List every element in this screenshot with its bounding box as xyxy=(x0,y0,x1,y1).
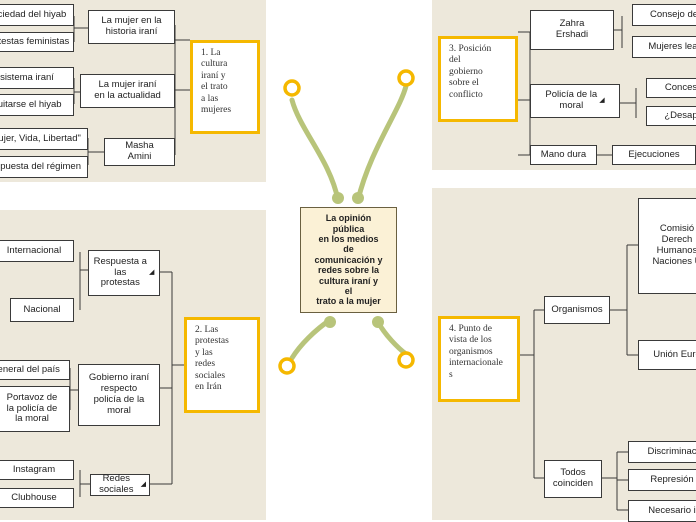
topic-4-international[interactable]: 4. Punto de vista de los organismos inte… xyxy=(438,316,520,402)
node-organismos[interactable]: Organismos xyxy=(544,296,610,324)
topic-1-culture[interactable]: 1. La cultura iraní y el trato a las muj… xyxy=(190,40,260,134)
node-mujeres-leal[interactable]: Mujeres leal xyxy=(632,36,696,58)
node-desaparicion[interactable]: ¿Desap xyxy=(646,106,696,126)
node-historia[interactable]: La mujer en la historia iraní xyxy=(88,10,175,44)
central-topic[interactable]: La opinión pública en los medios de comu… xyxy=(300,207,397,313)
node-sociedad-hiyab[interactable]: sociedad del hiyab xyxy=(0,4,74,26)
label-policia-moral: Policía de la moral xyxy=(545,89,598,111)
node-quitarse-hiyab[interactable]: quitarse el hiyab xyxy=(0,94,74,116)
node-respuesta-regimen[interactable]: respuesta del régimen xyxy=(0,156,88,178)
topic-3-government[interactable]: 3. Posición del gobierno sobre el confli… xyxy=(438,36,518,122)
node-comision-ddhh[interactable]: Comisió Derech Humanos Naciones U xyxy=(638,198,696,294)
node-actualidad[interactable]: La mujer iraní en la actualidad xyxy=(80,74,175,108)
node-gobierno-irani[interactable]: Gobierno iraní respecto policía de la mo… xyxy=(78,364,160,426)
node-nacional[interactable]: Nacional xyxy=(10,298,74,322)
label-redes-sociales: Redes sociales xyxy=(99,473,134,495)
topic-2-protests[interactable]: 2. Las protestas y las redes sociales en… xyxy=(184,317,260,413)
node-discriminacion[interactable]: Discriminac xyxy=(628,441,696,463)
label-respuesta-protestas: Respuesta a las protestas xyxy=(93,255,147,289)
node-concesion[interactable]: Conces xyxy=(646,78,696,98)
node-ejecuciones[interactable]: Ejecuciones xyxy=(612,145,696,165)
node-represion[interactable]: Represión xyxy=(628,469,696,491)
node-clubhouse[interactable]: Clubhouse xyxy=(0,488,74,508)
node-protestas-feministas[interactable]: protestas feministas xyxy=(0,32,74,52)
notes-icon: ◢ xyxy=(140,480,146,488)
node-fiscal-general[interactable]: General del país xyxy=(0,360,70,380)
node-necesario[interactable]: Necesario i xyxy=(628,500,696,522)
node-masha-amini[interactable]: Masha Amini xyxy=(104,138,175,166)
node-mujer-vida-libertad[interactable]: "Mujer, Vida, Libertad" xyxy=(0,128,88,150)
notes-icon: ◢ xyxy=(599,96,605,104)
node-sistema-irani[interactable]: sistema iraní xyxy=(0,67,74,89)
node-respuesta-protestas[interactable]: Respuesta a las protestas◢ xyxy=(88,250,160,296)
node-consejo[interactable]: Consejo de xyxy=(632,4,696,26)
node-union-europea[interactable]: Unión Euro xyxy=(638,340,696,370)
node-zahra-ershadi[interactable]: Zahra Ershadi xyxy=(530,10,614,50)
node-redes-sociales[interactable]: Redes sociales ◢ xyxy=(90,473,150,496)
notes-icon: ◢ xyxy=(148,268,155,276)
node-mano-dura[interactable]: Mano dura xyxy=(530,145,597,165)
node-instagram[interactable]: Instagram xyxy=(0,460,74,480)
node-internacional[interactable]: Internacional xyxy=(0,240,74,262)
node-policia-moral[interactable]: Policía de la moral◢ xyxy=(530,84,620,118)
node-todos-coinciden[interactable]: Todos coinciden xyxy=(544,460,602,498)
node-portavoz-policia[interactable]: Portavoz de la policía de la moral xyxy=(0,386,70,432)
